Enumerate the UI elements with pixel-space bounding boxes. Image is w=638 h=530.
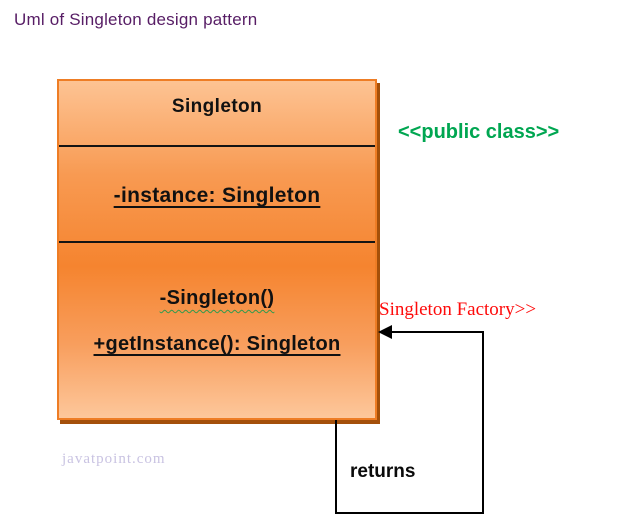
page-title: Uml of Singleton design pattern bbox=[14, 10, 258, 29]
class-name-compartment: Singleton bbox=[59, 81, 375, 147]
return-arrowhead-icon bbox=[378, 325, 392, 339]
method-getinstance: +getInstance(): Singleton bbox=[93, 333, 341, 355]
method-constructor: -Singleton() bbox=[159, 287, 275, 309]
singleton-factory-label: Singleton Factory>> bbox=[379, 299, 537, 320]
public-class-stereotype: <<public class>> bbox=[398, 121, 560, 143]
class-methods-compartment: -Singleton() +getInstance(): Singleton bbox=[59, 243, 375, 416]
returns-label: returns bbox=[350, 461, 416, 482]
class-fields-compartment: -instance: Singleton bbox=[59, 147, 375, 243]
class-name: Singleton bbox=[171, 96, 263, 117]
javatpoint-watermark: javatpoint.com bbox=[62, 451, 166, 467]
singleton-class-box: Singleton -instance: Singleton -Singleto… bbox=[57, 79, 377, 420]
field-instance: -instance: Singleton bbox=[113, 184, 321, 207]
